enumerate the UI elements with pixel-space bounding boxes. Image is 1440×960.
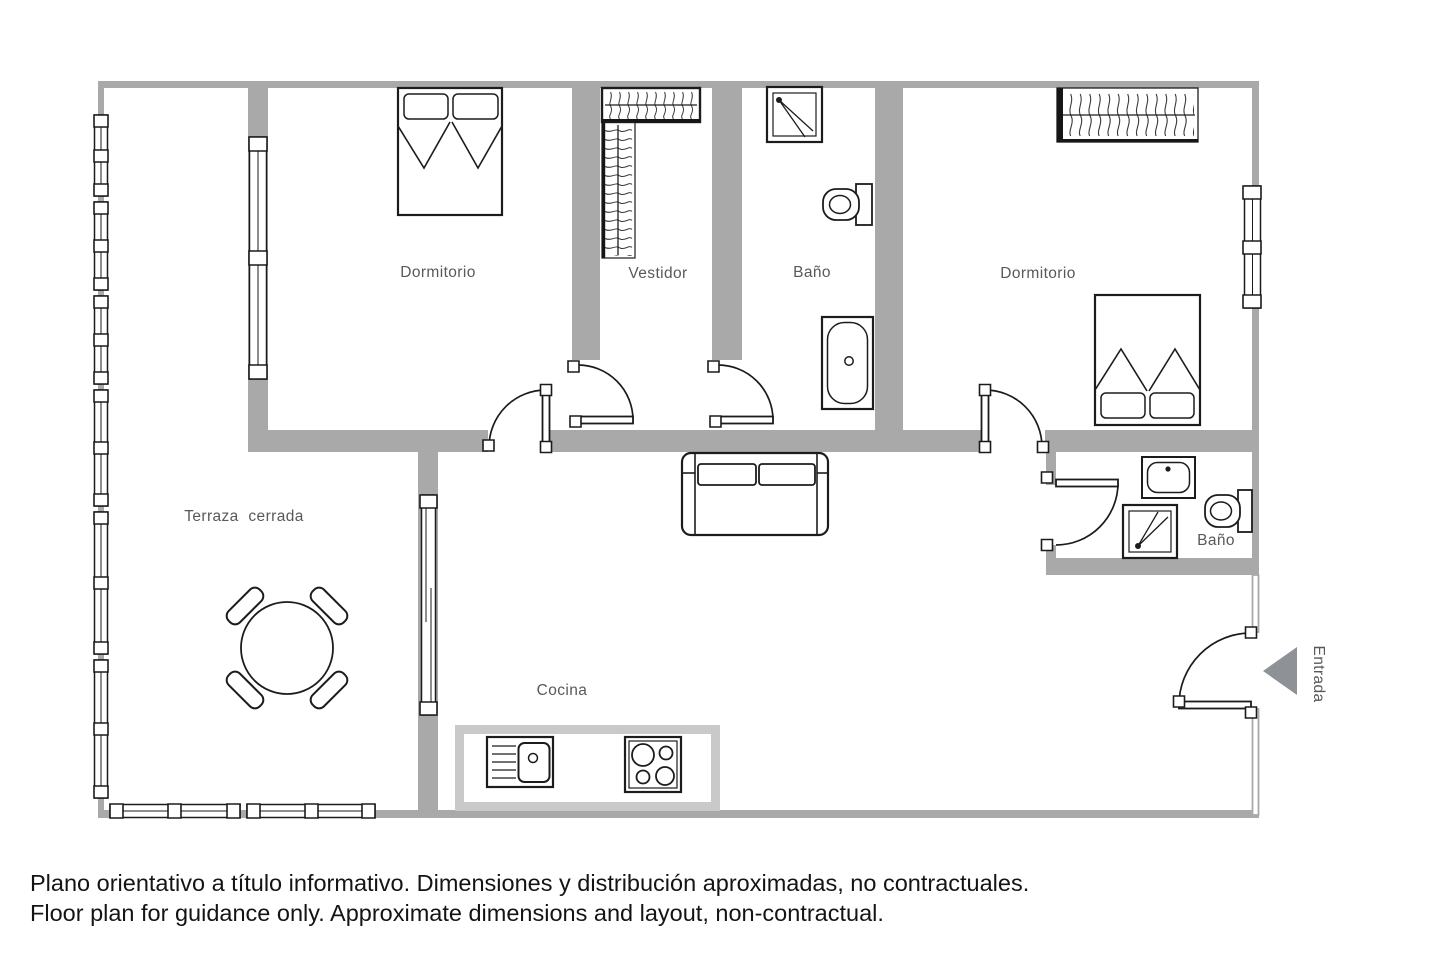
disclaimer-line-2: Floor plan for guidance only. Approximat… xyxy=(30,900,884,926)
windows xyxy=(93,114,1262,819)
wall-horizontal-c xyxy=(1045,430,1258,452)
door-swing-icon xyxy=(717,364,774,421)
room-labels: Dormitorio Vestidor Baño Dormitorio Terr… xyxy=(184,264,1327,703)
door-entrance xyxy=(1172,626,1258,719)
shower-icon xyxy=(765,85,824,144)
room-label-bano-bottom: Baño xyxy=(1197,532,1235,549)
room-label-dormitorio-left: Dormitorio xyxy=(400,264,475,281)
closet-rail-icon xyxy=(600,86,702,259)
shower-icon xyxy=(1121,503,1179,560)
disclaimer: Plano orientativo a título informativo. … xyxy=(30,870,1029,926)
kitchen-sink-icon xyxy=(485,735,555,789)
terrace-dining-set xyxy=(225,586,349,710)
wall-exterior-right-lower xyxy=(1251,708,1260,816)
wall-dormitorio-vestidor xyxy=(572,84,600,360)
door-dormitorio-left xyxy=(482,383,553,454)
wall-bano-bottom-left-b xyxy=(1046,545,1056,565)
doors xyxy=(482,360,1258,719)
wall-vestidor-bano xyxy=(712,84,742,360)
wall-exterior-right-mid xyxy=(1251,574,1260,633)
chair-icon xyxy=(309,670,349,710)
door-swing-icon xyxy=(1178,632,1252,706)
room-label-bano-top: Baño xyxy=(793,264,831,281)
door-swing-icon xyxy=(488,389,547,448)
washbasin-icon xyxy=(1141,456,1196,499)
door-dormitorio-right xyxy=(978,383,1050,454)
chair-icon xyxy=(225,586,265,626)
door-bano-bottom xyxy=(1040,471,1119,552)
door-vestidor xyxy=(567,360,634,428)
wall-horizontal-a xyxy=(248,430,488,452)
room-label-vestidor: Vestidor xyxy=(628,265,687,282)
wall-bano-dormitorio-right xyxy=(875,84,903,452)
room-label-dormitorio-right: Dormitorio xyxy=(1000,265,1075,282)
window-icon xyxy=(93,114,109,799)
wardrobe-icon xyxy=(1056,87,1199,143)
toilet-icon xyxy=(1204,489,1253,533)
room-label-entrada: Entrada xyxy=(1310,645,1327,702)
chair-icon xyxy=(225,670,265,710)
wall-exterior-bottom xyxy=(98,810,1259,818)
sofa-icon xyxy=(680,451,830,537)
door-swing-icon xyxy=(1055,482,1119,546)
wall-bano-bottom-left-a xyxy=(1046,452,1056,485)
door-swing-icon xyxy=(577,364,634,421)
kitchen-counter xyxy=(455,725,720,811)
wall-horizontal-b xyxy=(548,430,985,452)
bathtub-icon xyxy=(820,315,875,411)
window-icon xyxy=(248,136,268,380)
double-bed-icon xyxy=(1093,293,1202,427)
walls xyxy=(98,81,1260,818)
window-icon xyxy=(419,494,438,716)
door-bano-top xyxy=(707,360,774,428)
round-table-icon xyxy=(240,601,334,695)
entrance-arrow-icon xyxy=(1263,647,1297,695)
room-label-cocina: Cocina xyxy=(537,682,588,699)
door-swing-icon xyxy=(984,389,1043,448)
wall-bano-bottom-south xyxy=(1046,558,1258,575)
window-icon xyxy=(109,803,376,819)
toilet-icon xyxy=(822,183,873,226)
chair-icon xyxy=(309,586,349,626)
double-bed-icon xyxy=(396,86,504,217)
wall-exterior-right-upper xyxy=(1252,81,1259,575)
wall-exterior-top xyxy=(98,81,1259,88)
disclaimer-line-1: Plano orientativo a título informativo. … xyxy=(30,870,1029,896)
window-icon xyxy=(1242,185,1262,309)
cooktop-icon xyxy=(623,735,683,794)
room-label-terraza: Terraza cerrada xyxy=(184,508,304,525)
